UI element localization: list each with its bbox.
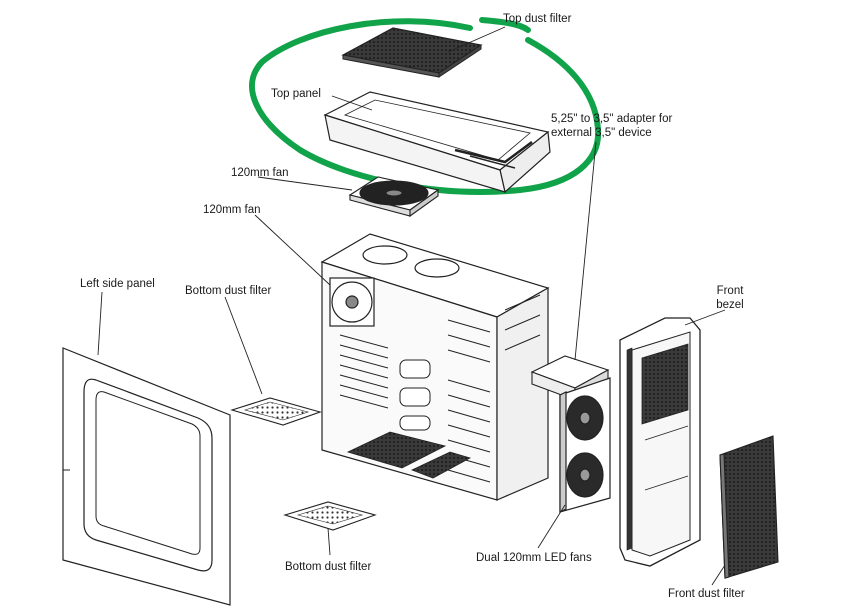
front-dust-filter <box>719 435 779 579</box>
label-left-side-panel: Left side panel <box>80 278 155 290</box>
front-bezel <box>619 317 701 567</box>
chassis <box>320 233 550 501</box>
label-bottom-dust-filter-lower: Bottom dust filter <box>285 561 372 573</box>
label-front-dust-filter: Front dust filter <box>668 588 745 600</box>
label-fan-rear: 120mm fan <box>203 204 261 216</box>
label-bottom-dust-filter-upper: Bottom dust filter <box>185 285 272 297</box>
label-adapter-line1: 5,25" to 3,5" adapter for <box>551 113 673 125</box>
label-top-panel: Top panel <box>271 88 321 100</box>
bottom-dust-filter-upper <box>230 397 322 426</box>
label-adapter-line2: external 3,5" device <box>551 127 652 139</box>
leader-lines <box>97 26 726 586</box>
left-side-panel <box>62 347 231 606</box>
highlight-ellipse <box>249 17 602 195</box>
top-fan <box>348 176 440 218</box>
label-top-dust-filter: Top dust filter <box>503 13 572 25</box>
label-dual-fans: Dual 120mm LED fans <box>476 552 592 564</box>
label-front-bezel-line2: bezel <box>716 299 744 311</box>
label-front-bezel-line1: Front <box>716 285 744 297</box>
top-panel <box>323 91 551 194</box>
dual-led-fans <box>559 377 611 513</box>
bottom-dust-filter-lower <box>283 501 377 531</box>
label-fan-top: 120mm fan <box>231 167 289 179</box>
top-dust-filter <box>341 27 483 78</box>
